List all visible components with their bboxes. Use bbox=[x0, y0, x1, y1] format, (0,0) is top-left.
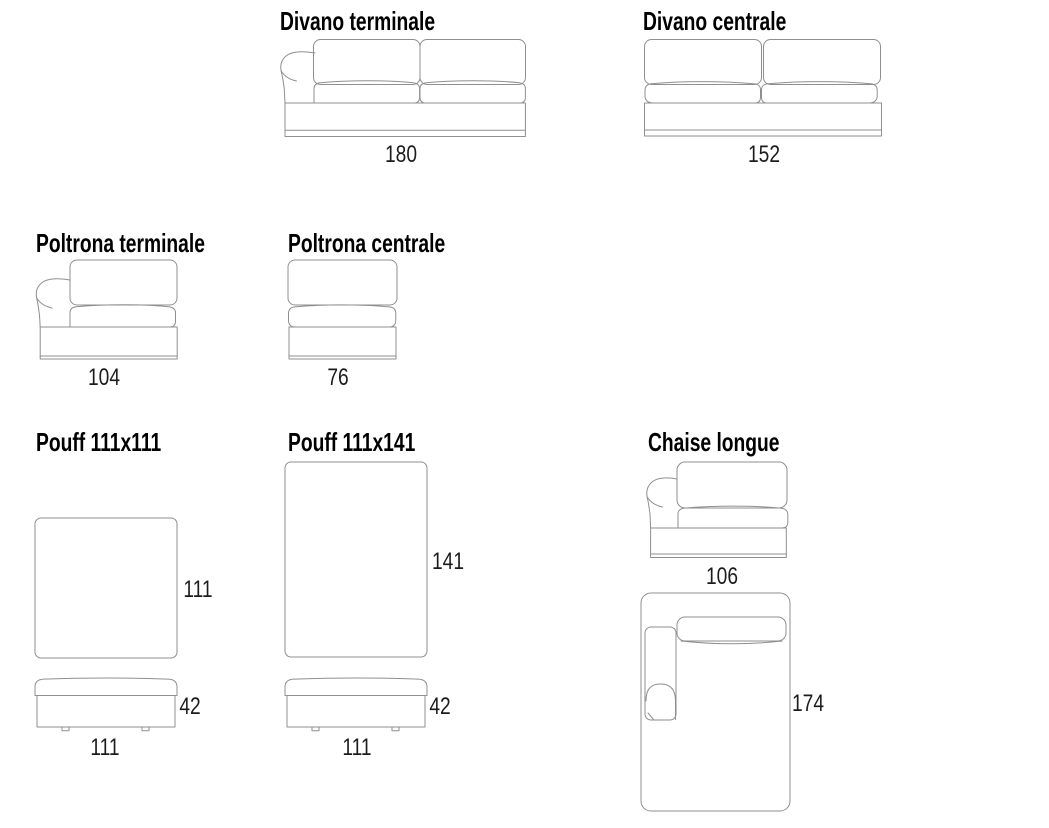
armrest-outline bbox=[280, 51, 316, 104]
divano-centrale-front-drawing bbox=[644, 39, 882, 137]
base bbox=[284, 102, 526, 137]
base bbox=[650, 527, 787, 558]
dimension-label-height: 42 bbox=[429, 693, 451, 720]
pouf-top-outline bbox=[284, 461, 428, 658]
armrest-curl-line bbox=[647, 712, 655, 721]
back-cushion-bar bbox=[676, 616, 787, 642]
chaise-longue-top-view-drawing bbox=[640, 592, 791, 812]
pouff-111x141-front-view-drawing bbox=[284, 677, 428, 732]
armrest-pad bbox=[645, 683, 676, 720]
armrest-outline bbox=[35, 278, 71, 328]
armrest-roll-line bbox=[36, 297, 53, 309]
pouf-foot bbox=[391, 726, 400, 732]
dimension-label-depth: 174 bbox=[791, 690, 825, 717]
pouff-111x141-top-view-drawing bbox=[284, 461, 428, 658]
figure-title: Divano terminale bbox=[280, 6, 436, 36]
figure-title: Poltrona terminale bbox=[36, 228, 205, 258]
back-cushion bbox=[69, 259, 178, 306]
dimension-label-depth: 141 bbox=[431, 548, 465, 575]
pouff-111x111-front-view-drawing bbox=[34, 677, 178, 732]
dimension-label-width: 111 bbox=[342, 734, 372, 761]
base bbox=[288, 326, 397, 360]
poltrona-centrale-front-drawing bbox=[287, 259, 398, 360]
armrest-roll-line bbox=[646, 496, 663, 508]
armrest-strip bbox=[644, 626, 677, 721]
seat-cushion bbox=[288, 304, 397, 328]
back-cushion bbox=[763, 39, 881, 85]
dimension-label-width: 106 bbox=[705, 563, 739, 590]
seat-cushion bbox=[313, 80, 421, 104]
pouf-base bbox=[286, 695, 426, 728]
figure-title: Poltrona centrale bbox=[288, 228, 446, 258]
pouf-top-outline bbox=[34, 517, 178, 659]
figure-title: Pouff 111x111 bbox=[36, 427, 162, 457]
back-cushion bbox=[287, 259, 398, 306]
chaise-longue-front-view-drawing bbox=[646, 461, 789, 558]
divano-terminale-front-drawing bbox=[280, 39, 526, 137]
poltrona-terminale-front-drawing bbox=[35, 259, 178, 360]
back-cushion bbox=[644, 39, 762, 85]
pouff-111x111-top-view-drawing bbox=[34, 517, 178, 659]
chaise-top-outline bbox=[640, 592, 791, 812]
pouf-foot bbox=[311, 726, 320, 732]
base bbox=[39, 326, 178, 360]
back-cushion bbox=[419, 39, 526, 85]
dimension-label-width: 104 bbox=[87, 364, 121, 391]
figure-title: Pouff 111x141 bbox=[288, 427, 416, 457]
pouf-foot bbox=[61, 726, 70, 732]
dimension-label-width: 152 bbox=[747, 141, 781, 168]
figure-title: Divano centrale bbox=[643, 6, 787, 36]
back-cushion bbox=[313, 39, 421, 85]
armrest-outline bbox=[646, 477, 678, 529]
seat-cushion bbox=[644, 81, 761, 104]
figure-title: Chaise longue bbox=[648, 427, 780, 457]
armrest-roll-line bbox=[280, 70, 297, 82]
back-cushion-seam-curve bbox=[680, 640, 783, 645]
dimension-label-height: 42 bbox=[179, 693, 201, 720]
base bbox=[644, 102, 882, 137]
dimension-label-width: 180 bbox=[384, 141, 418, 168]
pouf-base bbox=[36, 695, 176, 728]
pouf-cushion bbox=[284, 677, 428, 696]
seat-cushion bbox=[761, 81, 878, 104]
dimension-label-width: 76 bbox=[327, 364, 349, 391]
back-cushion bbox=[676, 461, 788, 509]
dimension-label-depth: 111 bbox=[183, 576, 213, 603]
seat-cushion bbox=[677, 505, 789, 529]
seat-cushion bbox=[69, 304, 176, 328]
pouf-cushion bbox=[34, 677, 178, 696]
pouf-foot bbox=[141, 726, 150, 732]
dimension-label-width: 111 bbox=[90, 734, 120, 761]
